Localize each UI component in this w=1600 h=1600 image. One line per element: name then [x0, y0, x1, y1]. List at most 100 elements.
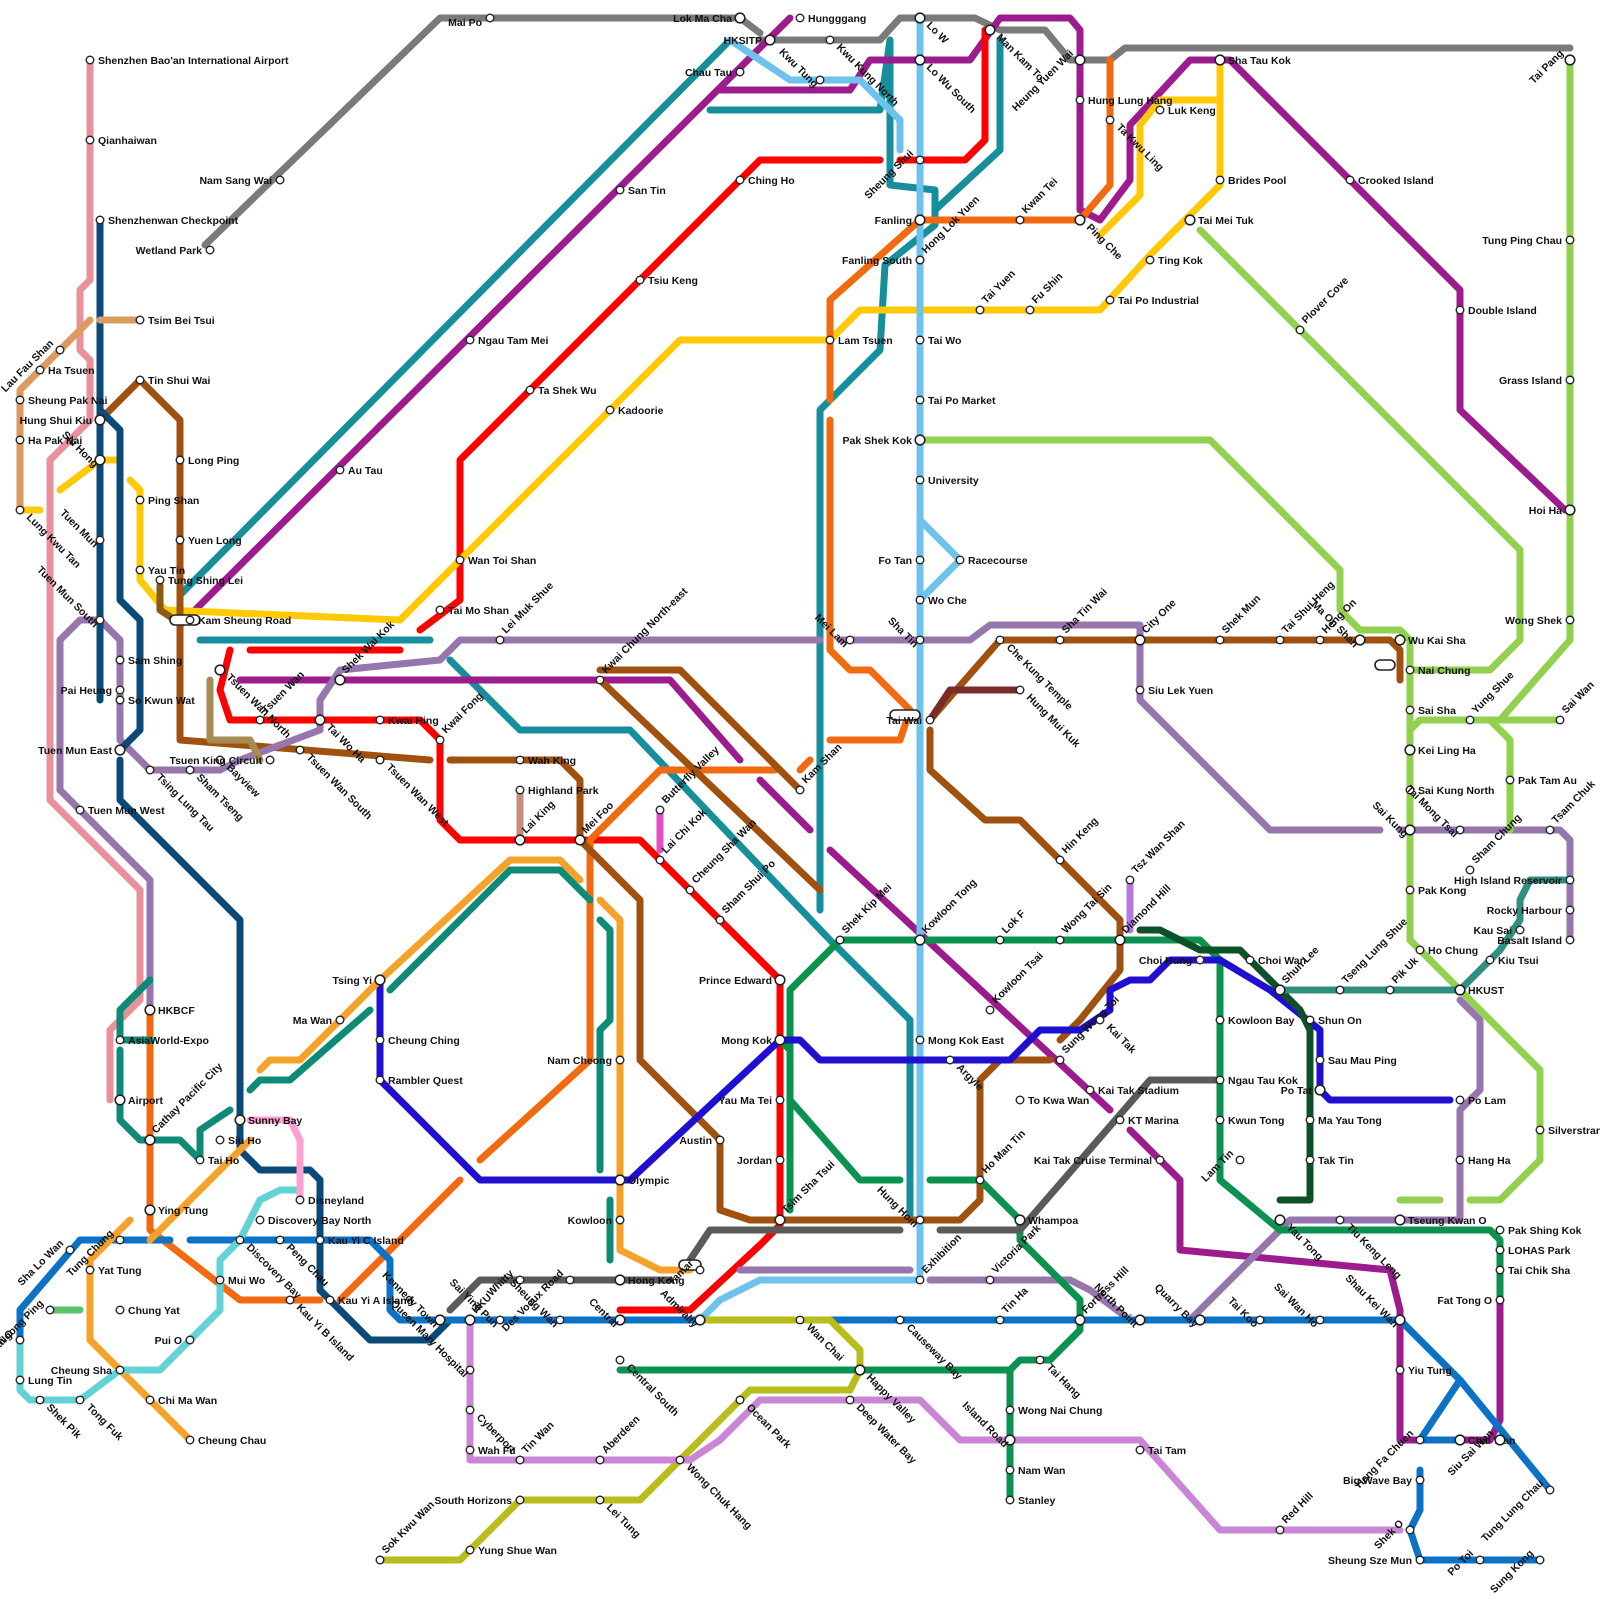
station-marker[interactable] [1494, 1434, 1506, 1446]
station-marker[interactable] [375, 1075, 385, 1085]
station-marker[interactable] [185, 1435, 195, 1445]
station-marker[interactable] [735, 1395, 745, 1405]
station-marker[interactable] [764, 34, 776, 46]
station-marker[interactable] [1074, 1314, 1086, 1326]
station-marker[interactable] [1014, 1214, 1026, 1226]
station-austin[interactable]: Austin [679, 1135, 725, 1147]
station-marker[interactable] [1004, 1434, 1016, 1446]
station-marker[interactable] [1565, 235, 1575, 245]
station-tai-wai[interactable]: Tai Wai [886, 715, 935, 727]
station-marker[interactable] [774, 1214, 786, 1226]
station-marker[interactable] [1274, 984, 1286, 996]
station-marker[interactable] [144, 1204, 156, 1216]
station-marker[interactable] [515, 755, 525, 765]
station-marker[interactable] [185, 765, 195, 775]
station-kt-marina[interactable]: KT Marina [1115, 1115, 1179, 1127]
station-kam-sheung-road[interactable]: Kam Sheung Road [185, 615, 291, 627]
station-marker[interactable] [1035, 1355, 1045, 1365]
station-marker[interactable] [1495, 1225, 1505, 1235]
station-marker[interactable] [135, 315, 145, 325]
station-marker[interactable] [1305, 1015, 1315, 1025]
station-tsuen-king-circuit[interactable]: Tsuen King Circuit [169, 755, 275, 767]
station-wong-shek[interactable]: Wong Shek [1505, 615, 1575, 627]
station-marker[interactable] [1454, 984, 1466, 996]
station-nam-sang-wai[interactable]: Nam Sang Wai [199, 175, 285, 187]
station-marker[interactable] [1405, 705, 1415, 715]
station-lohas-park[interactable]: LOHAS Park [1495, 1245, 1571, 1257]
station-sok-kwu-wan[interactable]: Sok Kwu Wan [375, 1499, 437, 1565]
station-ho-chung[interactable]: Ho Chung [1415, 945, 1478, 957]
station-marker[interactable] [1005, 1405, 1015, 1415]
station-marker[interactable] [1405, 665, 1415, 675]
station-marker[interactable] [845, 1395, 855, 1405]
station-hung-shui-kiu[interactable]: Hung Shui Kiu [20, 414, 106, 427]
station-marker[interactable] [115, 695, 125, 705]
station-marker[interactable] [85, 55, 95, 65]
station-marker[interactable] [1455, 1155, 1465, 1165]
station-marker[interactable] [265, 755, 275, 765]
station-marker[interactable] [985, 1005, 995, 1015]
station-nai-chung[interactable]: Nai Chung [1405, 665, 1471, 677]
station-marker[interactable] [1295, 325, 1305, 335]
station-marker[interactable] [925, 715, 935, 725]
station-crooked-island[interactable]: Crooked Island [1345, 175, 1434, 187]
station-marker[interactable] [715, 915, 725, 925]
station-marker[interactable] [514, 834, 526, 846]
station-marker[interactable] [15, 395, 25, 405]
station-marker[interactable] [234, 1114, 246, 1126]
station-marker[interactable] [1085, 1085, 1095, 1095]
station-tai-tam[interactable]: Tai Tam [1135, 1445, 1186, 1457]
station-marker[interactable] [115, 685, 125, 695]
station-marker[interactable] [375, 755, 385, 765]
station-marker[interactable] [1235, 1155, 1245, 1165]
station-pai-heung[interactable]: Pai Heung [61, 685, 125, 697]
station-tung-lung-chau[interactable]: Tung Lung Chau [1479, 1478, 1555, 1545]
station-kwai-fong[interactable]: Kwai Fong [435, 690, 486, 745]
station-marker[interactable] [1015, 215, 1025, 225]
station-marker[interactable] [1485, 955, 1495, 965]
station-marker[interactable] [515, 1495, 525, 1505]
station-marker[interactable] [525, 385, 535, 395]
station-marker[interactable] [1145, 255, 1155, 265]
station-fanling-south[interactable]: Fanling South [842, 255, 925, 267]
station-marker[interactable] [495, 635, 505, 645]
station-marker[interactable] [1405, 1525, 1415, 1535]
station-marker[interactable] [695, 1265, 705, 1275]
station-shun-on[interactable]: Shun On [1305, 1015, 1362, 1027]
station-marker[interactable] [1005, 1465, 1015, 1475]
station-marker[interactable] [55, 345, 65, 355]
station-marker[interactable] [1074, 214, 1086, 226]
station-choi-hung[interactable]: Choi Hung [1139, 955, 1205, 967]
station-kai-tak[interactable]: Kai Tak [1095, 1015, 1138, 1056]
station-marker[interactable] [214, 664, 226, 676]
station-highland-park[interactable]: Highland Park [515, 785, 599, 797]
station-marker[interactable] [185, 1335, 195, 1345]
station-marker[interactable] [325, 1295, 335, 1305]
station-marker[interactable] [1565, 875, 1575, 885]
station-kadoorie[interactable]: Kadoorie [605, 405, 664, 417]
station-rambler-quest[interactable]: Rambler Quest [375, 1075, 463, 1087]
station-marker[interactable] [1495, 1245, 1505, 1255]
station-luk-keng[interactable]: Luk Keng [1155, 105, 1216, 117]
station-marker[interactable] [915, 595, 925, 605]
station-pak-kong[interactable]: Pak Kong [1405, 885, 1466, 897]
station-marker[interactable] [914, 434, 926, 446]
station-sai-sha[interactable]: Sai Sha [1405, 705, 1456, 717]
station-marker[interactable] [1305, 1155, 1315, 1165]
station-marker[interactable] [1055, 935, 1065, 945]
station-asiaworld-expo[interactable]: AsiaWorld-Expo [115, 1035, 209, 1047]
station-tung-shing-lei[interactable]: Tung Shing Lei [155, 575, 243, 587]
station-marker[interactable] [1255, 1315, 1265, 1325]
station-kowloon[interactable]: Kowloon [568, 1215, 625, 1227]
station-marker[interactable] [1335, 1215, 1345, 1225]
station-marker[interactable] [715, 1135, 725, 1145]
station-hoi-ha[interactable]: Hoi Ha [1529, 504, 1576, 517]
station-discovery-bay-north[interactable]: Discovery Bay North [255, 1215, 371, 1227]
station-marker[interactable] [1394, 1214, 1406, 1226]
station-marker[interactable] [1535, 1555, 1545, 1565]
station-tsz-wan-shan[interactable]: Tsz Wan Shan [1125, 818, 1188, 885]
station-ta-shek-wu[interactable]: Ta Shek Wu [525, 385, 597, 397]
station-ying-tung[interactable]: Ying Tung [144, 1204, 208, 1217]
station-prince-edward[interactable]: Prince Edward [699, 974, 786, 987]
station-marker[interactable] [1114, 934, 1126, 946]
